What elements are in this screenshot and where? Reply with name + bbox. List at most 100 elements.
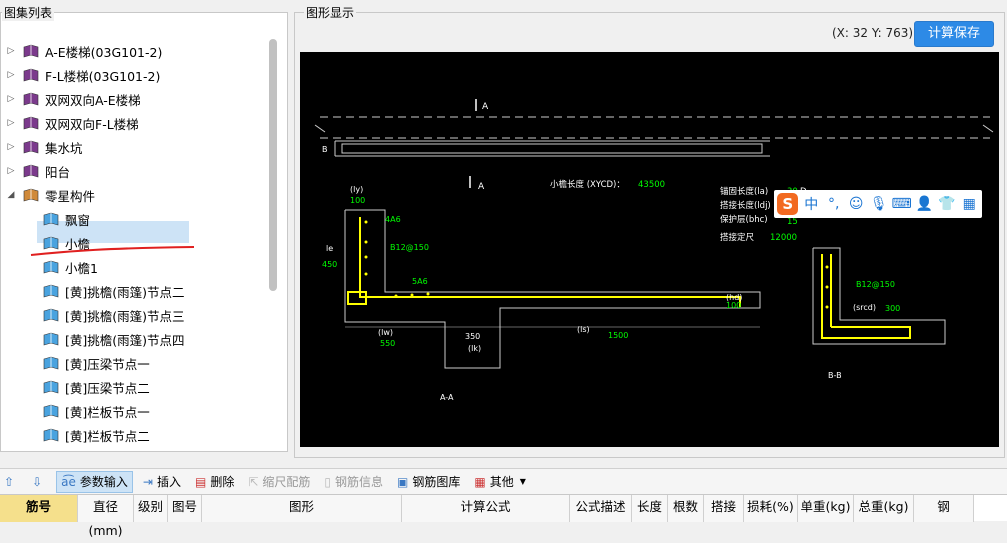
emoji-icon[interactable]: ☺ (848, 196, 864, 212)
panel-frame (294, 12, 1005, 458)
tree-item[interactable]: [黄]挑檐(雨篷)节点二 (37, 280, 185, 302)
move-down-button[interactable]: ⇩ (28, 471, 50, 493)
tree-item-label: [黄]栏板节点三 (65, 450, 150, 452)
tree-item-label: A-E楼梯(03G101-2) (45, 44, 163, 60)
tree-item[interactable]: ▷双网双向F-L楼梯 (5, 112, 139, 134)
tree-item-label: [黄]挑檐(雨篷)节点四 (65, 332, 185, 348)
tree-view[interactable]: ▷ A-E楼梯(03G101-2) ▷ F-L楼梯(03G101-2) ▷双网双向A-E… (0, 12, 288, 452)
tree-item[interactable]: 小檐 (37, 232, 90, 254)
tree-item[interactable]: [黄]栏板节点二 (37, 424, 150, 446)
book-blue-icon (43, 356, 59, 370)
book-purple-icon (23, 140, 39, 154)
tree-item-label: [黄]栏板节点一 (65, 404, 150, 420)
dim-ly-value: 100 (350, 196, 365, 205)
section-mark-a-bottom: A (478, 182, 485, 192)
book-open-icon (23, 188, 39, 202)
tree-item[interactable]: ◢零星构件 (5, 184, 95, 206)
calculate-save-button[interactable]: 计算保存 (914, 21, 994, 47)
panel-title: 图集列表 (2, 4, 55, 21)
selected-highlight (37, 221, 189, 243)
expand-right-icon[interactable]: ▷ (7, 166, 15, 176)
red-annotation-underline (30, 246, 195, 256)
tree-item[interactable]: ▷双网双向A-E楼梯 (5, 88, 141, 110)
tree-item-label: 阳台 (45, 164, 71, 180)
arrow-up-icon: ⇧ (4, 474, 15, 489)
microphone-icon[interactable]: 🎙 (869, 196, 888, 212)
expand-right-icon[interactable]: ▷ (7, 46, 15, 56)
expand-down-icon[interactable]: ◢ (7, 190, 15, 200)
column-header[interactable]: 计算公式 (402, 495, 570, 522)
skin-icon[interactable]: 👕 (937, 196, 956, 212)
rebar-library-icon: ▣ (397, 474, 409, 489)
tree-item[interactable]: [黄]压梁节点二 (37, 376, 150, 398)
column-header[interactable]: 图形 (202, 495, 402, 522)
tree-item[interactable]: [黄]栏板节点一 (37, 400, 150, 422)
delete-button[interactable]: ▤删除 (194, 474, 235, 490)
dim-srcd-value: 300 (885, 304, 900, 313)
drawing-set-panel: 图集列表 ▷ A-E楼梯(03G101-2) ▷ F-L楼梯(03G101-2) ▷双网… (0, 0, 290, 465)
scale-rebar-button[interactable]: ⇱缩尺配筋 (248, 474, 311, 490)
keyboard-icon[interactable]: ⌨ (891, 196, 912, 212)
rebar-5a6: 5A6 (412, 277, 428, 286)
book-purple-icon (23, 164, 39, 178)
tree-item[interactable]: [黄]挑檐(雨篷)节点三 (37, 304, 185, 326)
dim-lw-value: 550 (380, 339, 395, 348)
dim-srcd-label: (srcd) (853, 303, 876, 312)
tree-item[interactable]: [黄]压梁节点一 (37, 352, 150, 374)
other-button[interactable]: ▦其他▼ (474, 474, 526, 490)
column-header[interactable]: 级别 (134, 495, 168, 522)
rebar-info-button[interactable]: ▯钢筋信息 (324, 474, 384, 490)
panel-title: 图形显示 (304, 4, 357, 21)
expand-right-icon[interactable]: ▷ (7, 94, 15, 104)
tree-item[interactable]: ▷ 集水坑 (5, 136, 83, 158)
tree-item[interactable]: [黄]挑檐(雨篷)节点四 (37, 328, 185, 350)
user-icon[interactable]: 👤 (915, 196, 933, 212)
column-header[interactable]: 直径(mm) (78, 495, 134, 538)
tree-item-label: 飘窗 (65, 212, 91, 228)
graphic-display-panel: 图形显示 (X: 32 Y: 763) 计算保存 A A B 小檐长度 (XYC… (292, 0, 1007, 465)
tree-item-label: F-L楼梯(03G101-2) (45, 68, 161, 84)
expand-right-icon[interactable]: ▷ (7, 118, 15, 128)
tree-item-label: 集水坑 (45, 140, 83, 156)
tree-item[interactable]: [黄]栏板节点三 (37, 448, 150, 452)
book-blue-icon (43, 380, 59, 394)
column-header[interactable]: 长度 (632, 495, 668, 522)
expand-right-icon[interactable]: ▷ (7, 70, 15, 80)
dim-le-label: le (326, 244, 333, 253)
expand-right-icon[interactable]: ▷ (7, 142, 15, 152)
dim-lk-value: 350 (465, 332, 480, 341)
column-header[interactable]: 搭接 (704, 495, 744, 522)
column-header[interactable]: 公式描述 (570, 495, 632, 522)
column-header[interactable]: 筋号 (0, 495, 78, 522)
tree-item-label: 小檐1 (65, 260, 98, 276)
tree-item-label: [黄]栏板节点二 (65, 428, 150, 444)
dim-ls-value: 1500 (608, 331, 628, 340)
grid-menu-icon[interactable]: ▦ (962, 196, 976, 212)
column-header[interactable]: 损耗(%) (744, 495, 798, 522)
tree-scrollbar[interactable] (269, 39, 277, 291)
column-header[interactable]: 单重(kg) (798, 495, 854, 522)
book-blue-icon (43, 308, 59, 322)
other-icon: ▦ (474, 474, 486, 489)
tree-item[interactable]: ▷ F-L楼梯(03G101-2) (5, 64, 161, 86)
column-header[interactable]: 图号 (168, 495, 202, 522)
ime-punct-toggle[interactable]: °, (827, 196, 840, 212)
column-header[interactable]: 根数 (668, 495, 704, 522)
tree-item[interactable]: ▷ A-E楼梯(03G101-2) (5, 40, 163, 62)
column-header[interactable]: 钢 (914, 495, 974, 522)
tree-item[interactable]: 小檐1 (37, 256, 98, 278)
sogou-logo-icon[interactable]: S (777, 193, 799, 215)
rebar-library-button[interactable]: ▣钢筋图库 (397, 474, 461, 490)
insert-button[interactable]: ⇥插入 (142, 474, 181, 490)
drawing-canvas[interactable]: A A B 小檐长度 (XYCD)： 43500 锚固长度(la) 30 D 搭… (300, 52, 999, 447)
coordinate-readout: (X: 32 Y: 763) (832, 26, 914, 40)
ime-mode-toggle[interactable]: 中 (804, 197, 819, 213)
tree-item[interactable]: 飘窗 (37, 208, 90, 230)
rebar-b12-150-a: B12@150 (390, 243, 429, 252)
tree-item[interactable]: ▷ 阳台 (5, 160, 70, 182)
move-up-button[interactable]: ⇧ (0, 471, 22, 493)
section-aa-label: A-A (440, 393, 454, 402)
ime-toolbar[interactable]: S 中 °, ☺ 🎙 ⌨ 👤 👕 ▦ (774, 190, 982, 218)
column-header[interactable]: 总重(kg) (854, 495, 914, 522)
